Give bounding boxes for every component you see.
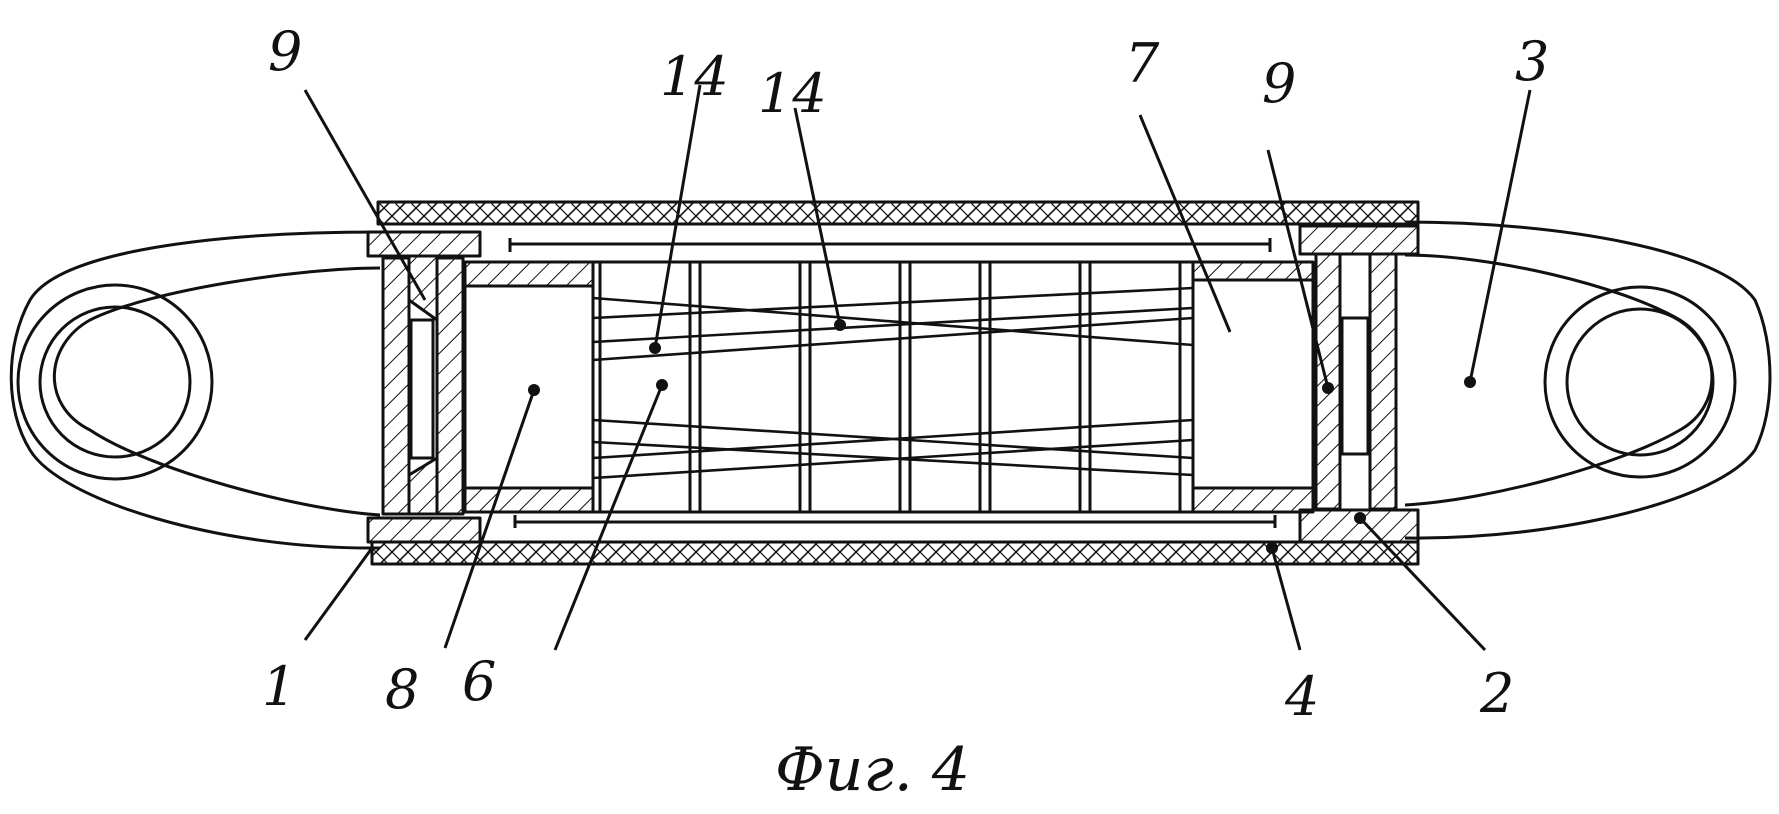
reference-numerals: 9 14 14 7 9 3 1 8 6 4 2 [262, 20, 1549, 728]
leader-lines [303, 84, 1532, 652]
label-3: 3 [1515, 30, 1549, 93]
outer-casing-top [376, 200, 1420, 226]
figure-caption: Фиг. 4 [775, 735, 970, 805]
label-14-first: 14 [660, 45, 729, 108]
left-piston [463, 260, 595, 514]
label-4: 4 [1284, 665, 1319, 728]
label-2: 2 [1479, 662, 1514, 725]
label-14-second: 14 [758, 62, 827, 125]
label-6: 6 [462, 650, 496, 713]
central-cell-stack [591, 260, 1195, 514]
right-piston [1191, 260, 1315, 514]
label-9-left: 9 [268, 20, 302, 83]
crossing-tendons [592, 286, 1194, 480]
outer-casing-bottom [370, 540, 1420, 566]
leader-dots [528, 319, 1476, 554]
left-eye-lug [9, 230, 381, 550]
right-end-cap [1298, 224, 1420, 544]
label-1: 1 [262, 655, 296, 718]
label-9-right: 9 [1262, 52, 1296, 115]
label-8: 8 [385, 658, 419, 721]
right-eye-lug [1404, 220, 1772, 540]
left-end-cap [366, 230, 482, 544]
label-7: 7 [1125, 32, 1160, 95]
